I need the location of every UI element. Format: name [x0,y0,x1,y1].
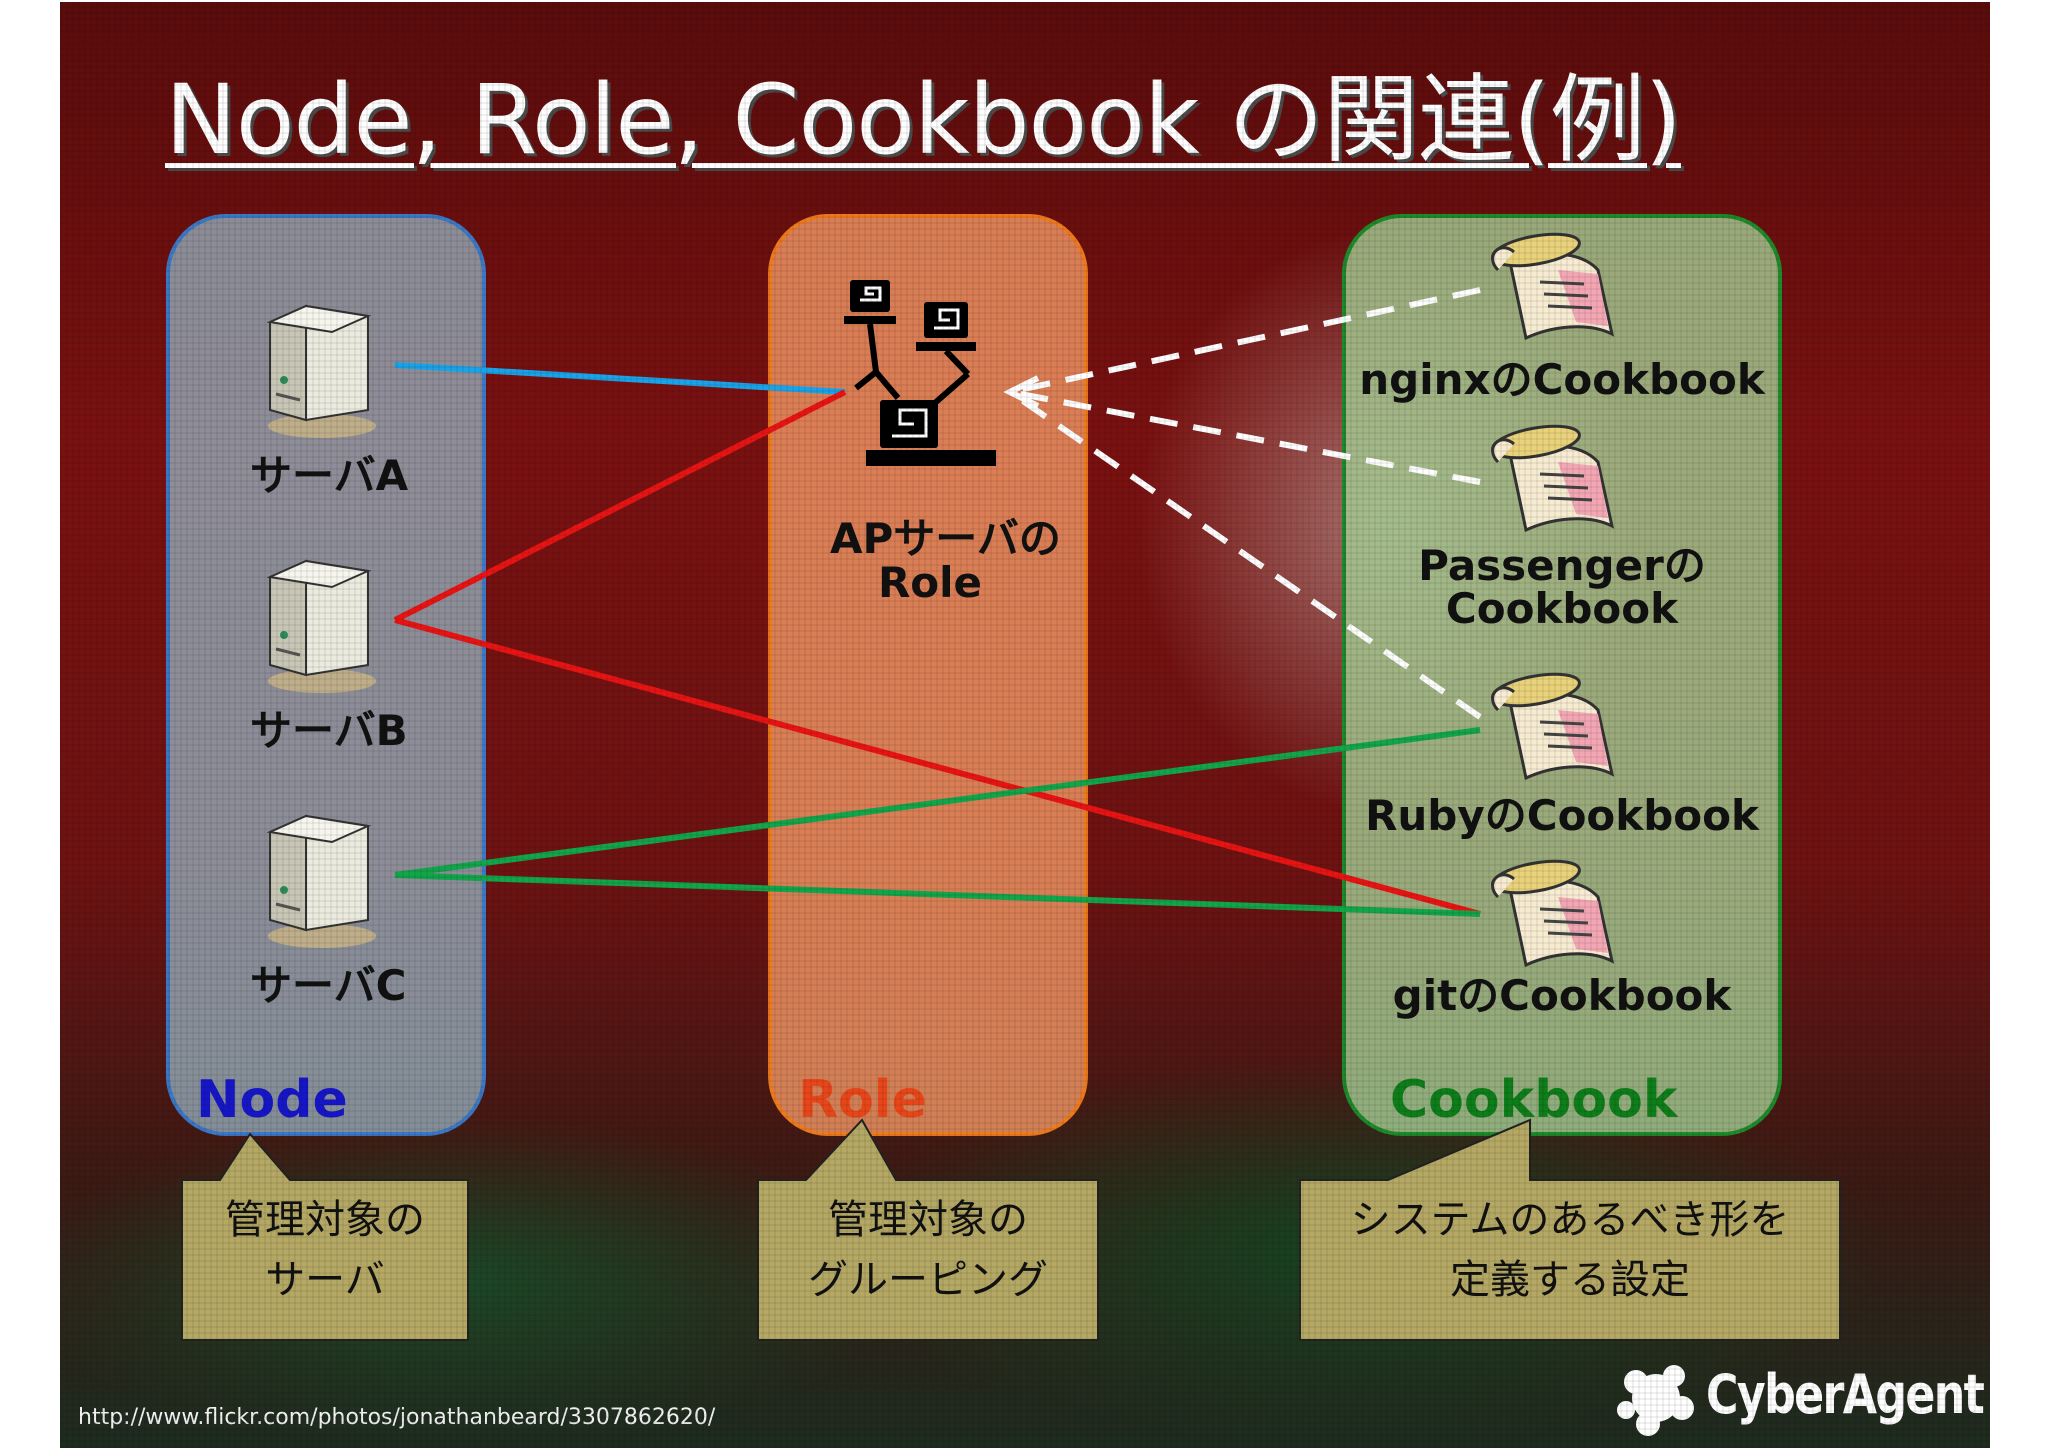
server-icon [266,559,376,693]
node-callout-line1: 管理対象の [225,1197,425,1243]
cookbook-nginx-label: nginxのCookbook [1359,355,1765,404]
scroll-icon [1491,232,1615,341]
connection-lines [393,287,1482,917]
cookbook-panel-title: Cookbook [1390,1070,1678,1130]
cookbook-callout: システムのあるべき形を 定義する設定 [1298,1112,1842,1342]
connector-serverC-git [394,872,1481,917]
server-a-label: サーバA [250,451,409,500]
slide-title: Node, Role, Cookbook の関連(例) [165,64,1682,176]
connector-serverC-ruby [394,727,1481,878]
server-c-label: サーバC [250,961,407,1010]
cookbook-ruby-label: RubyのCookbook [1365,791,1759,840]
connector-serverB-git [394,617,1481,917]
cookbook-callout-line2: 定義する設定 [1450,1257,1690,1303]
scroll-icon [1491,859,1615,968]
cookbook-git-label: gitのCookbook [1392,971,1732,1020]
dashed-connector-nginx-role [1009,287,1481,395]
cookbook-panel: Cookbook [1342,214,1782,1136]
cyberagent-logo-icon [1617,1365,1694,1436]
server-b-label: サーバB [250,706,408,755]
dashed-connector-ruby-role [1008,389,1482,720]
photo-credit-link[interactable]: http://www.flickr.com/photos/jonathanbea… [78,1405,716,1430]
computer-network-icon [844,280,996,466]
role-callout-line2: グルーピング [808,1257,1048,1303]
cookbook-passenger-label-line2: Cookbook [1445,584,1679,633]
node-callout: 管理対象の サーバ [180,1122,470,1342]
cookbook-callout-line1: システムのあるべき形を [1350,1197,1790,1243]
dashed-connector-passenger-role [1009,389,1481,485]
role-callout: 管理対象の グルーピング [756,1112,1100,1342]
scroll-icon [1491,672,1615,781]
role-arrowhead [1003,375,1040,409]
role-callout-line1: 管理対象の [828,1197,1028,1243]
server-icon [266,814,376,948]
brand-name: CyberAgent [1706,1363,1985,1426]
connector-serverA-role [394,362,846,395]
connector-serverB-role [393,389,847,623]
role-label-line1: APサーバの [830,514,1061,563]
node-panel-title: Node [196,1070,348,1130]
scroll-icon [1491,424,1615,533]
server-icon [266,304,376,438]
role-label-line2: Role [877,558,983,607]
node-callout-line2: サーバ [265,1257,385,1303]
cookbook-passenger-label-line1: Passengerの [1418,541,1706,590]
slide-background: Node, Role, Cookbook の関連(例) Node Role Co… [60,2,1990,1448]
role-panel: Role [768,214,1088,1136]
